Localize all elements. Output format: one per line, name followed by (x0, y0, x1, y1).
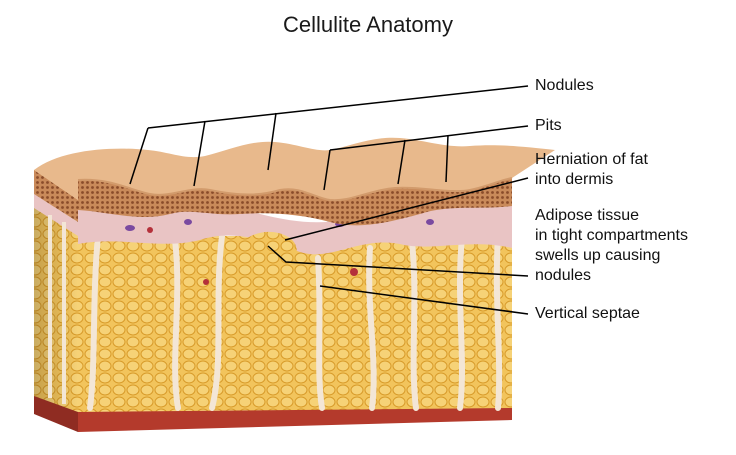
label-pits: Pits (535, 117, 562, 134)
diagram-title: Cellulite Anatomy (283, 12, 453, 37)
label-adipose-tissue: Adipose tissue in tight compartments swe… (535, 207, 688, 284)
fat-layer (78, 236, 512, 412)
label-herniation: Herniation of fat into dermis (535, 151, 648, 188)
epidermis-surface (34, 137, 555, 201)
muscle-layer (78, 408, 512, 432)
leader-lines (129, 85, 529, 315)
label-nodules: Nodules (535, 77, 594, 94)
label-vertical-septae: Vertical septae (535, 305, 640, 322)
papillary-dermis (78, 178, 512, 226)
vertical-septae (87, 233, 503, 411)
